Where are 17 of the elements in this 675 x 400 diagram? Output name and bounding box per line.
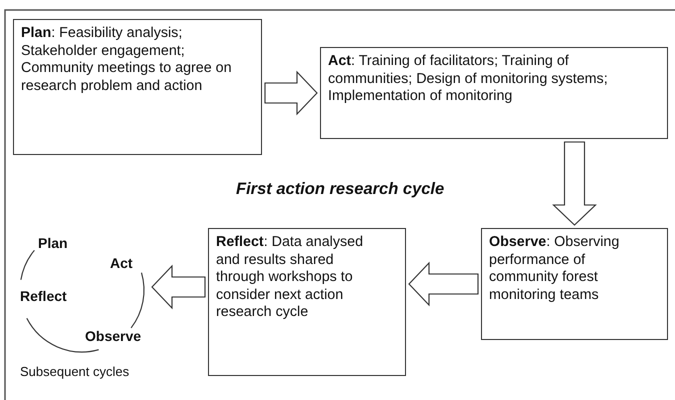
- step-box: Plan: Feasibility analysis; Stakeholder engagement; Community meetings to agree on research problem and action: [13, 19, 262, 155]
- step-box: Act: Training of facilitators; Training of communities; Design of monitoring systems; Implementation of monitoring: [320, 47, 668, 139]
- cycle-arc: [20, 250, 35, 280]
- cycle-arc: [130, 272, 144, 328]
- cycle-arc: [26, 318, 99, 352]
- diagram-title: First action research cycle: [236, 180, 444, 199]
- stage-label: Observe: [85, 328, 142, 344]
- step-box: Observe: Observing performance of community forest monitoring teams: [481, 228, 668, 340]
- stage-label: Plan: [38, 235, 68, 251]
- step-box: Reflect: Data analysed and results shared through workshops to consider next action research cycle: [208, 228, 406, 376]
- block-arrow: [552, 141, 597, 226]
- block-arrow: [151, 264, 206, 310]
- block-arrow: [408, 262, 479, 306]
- note-text: Subsequent cycles: [20, 364, 130, 379]
- stage-label: Act: [110, 255, 133, 271]
- stage-label: Reflect: [20, 288, 67, 304]
- block-arrow: [264, 70, 318, 116]
